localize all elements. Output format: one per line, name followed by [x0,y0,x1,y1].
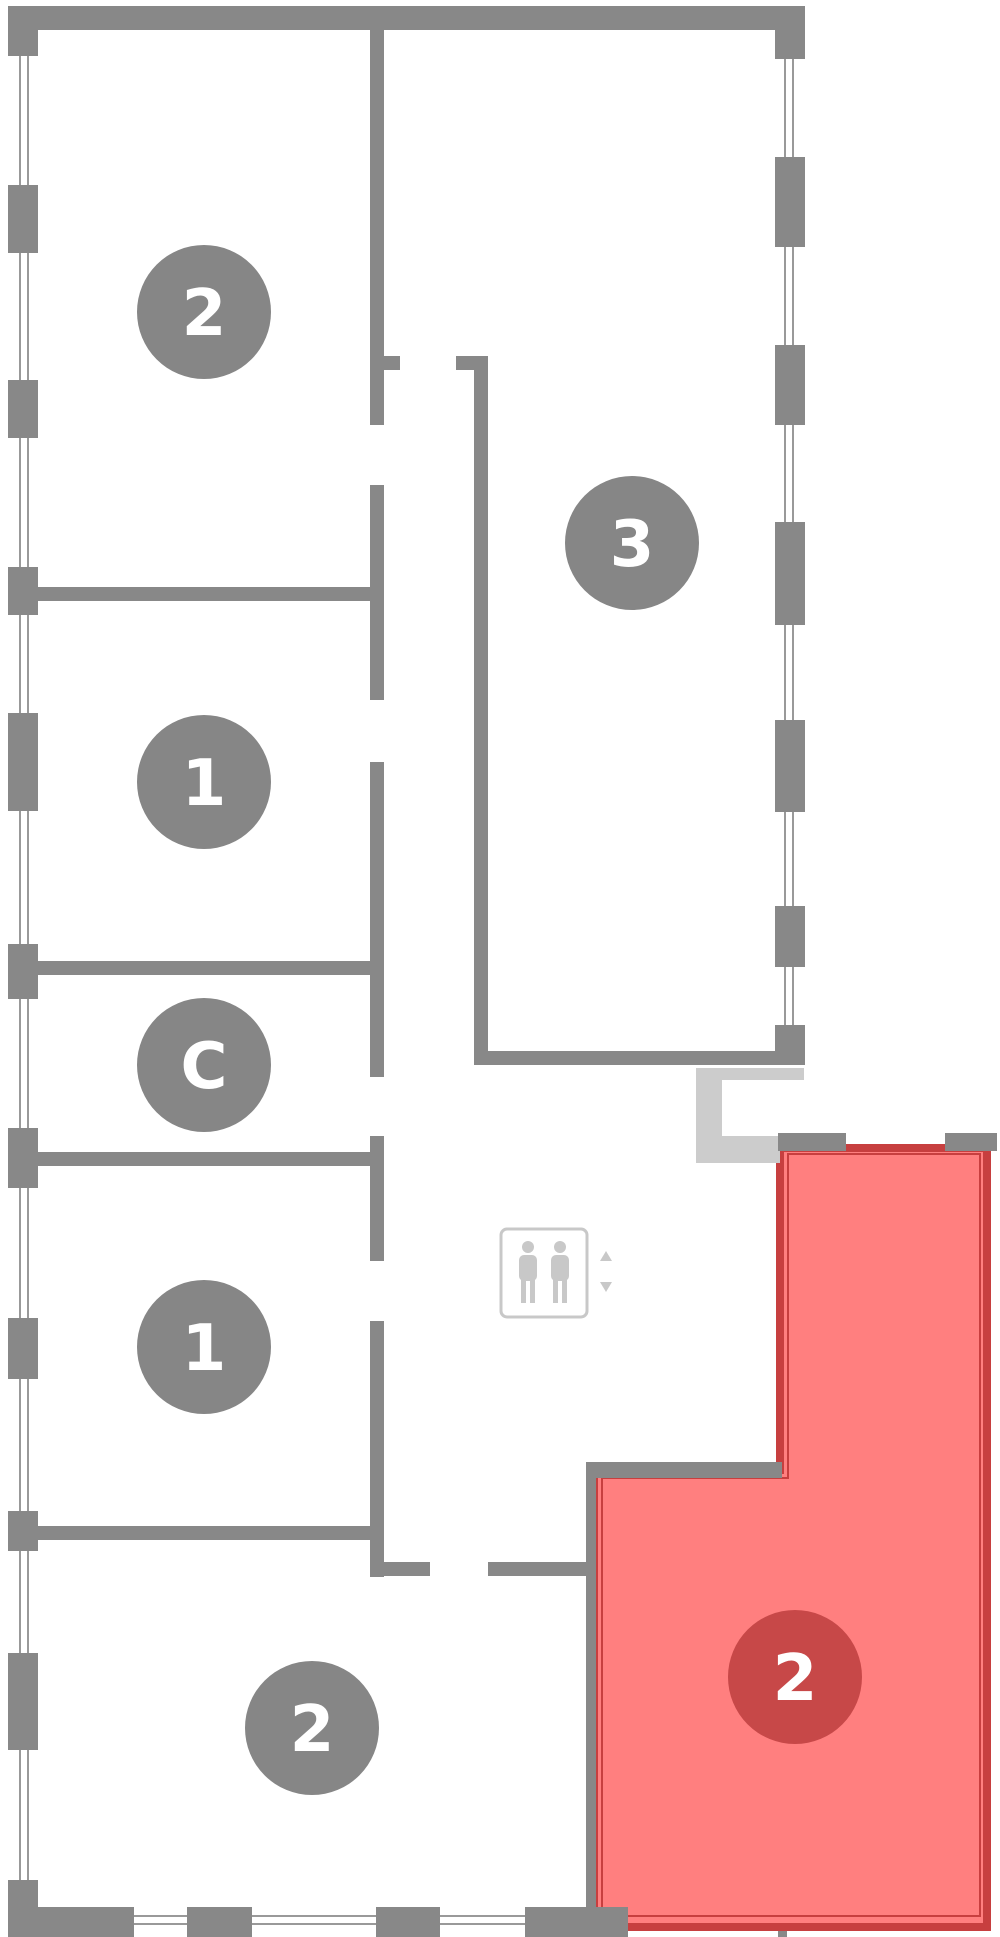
windows [19,56,794,1925]
selected-unit-corner-walls [778,1133,997,1151]
room-count: 3 [610,508,655,582]
room-count-badge [137,245,271,379]
room-count-badge [565,476,699,610]
room-count-badge [137,1280,271,1414]
unit-mid-left-2[interactable]: 1 [137,1280,271,1414]
unit-studio[interactable]: C [137,998,271,1132]
unit-top-right[interactable]: 3 [565,476,699,610]
unit-bottom-left[interactable]: 2 [245,1661,379,1795]
room-count: C [181,1030,228,1104]
room-count-badge [728,1610,862,1744]
room-count: 2 [290,1693,335,1767]
room-count: 1 [182,747,227,821]
room-count-badge [245,1661,379,1795]
selected-unit-overlay [590,1144,991,1931]
unit-mid-left-1[interactable]: 1 [137,715,271,849]
unit-top-left[interactable]: 2 [137,245,271,379]
room-count-badge [137,998,271,1132]
room-count: 1 [182,1312,227,1386]
balcony [696,1068,804,1163]
elevator-icon [499,1227,612,1319]
walls [8,6,805,1937]
room-count-badge [137,715,271,849]
room-count: 2 [182,277,227,351]
room-count: 2 [773,1642,818,1716]
unit-bottom-right[interactable]: 2 [728,1610,862,1744]
